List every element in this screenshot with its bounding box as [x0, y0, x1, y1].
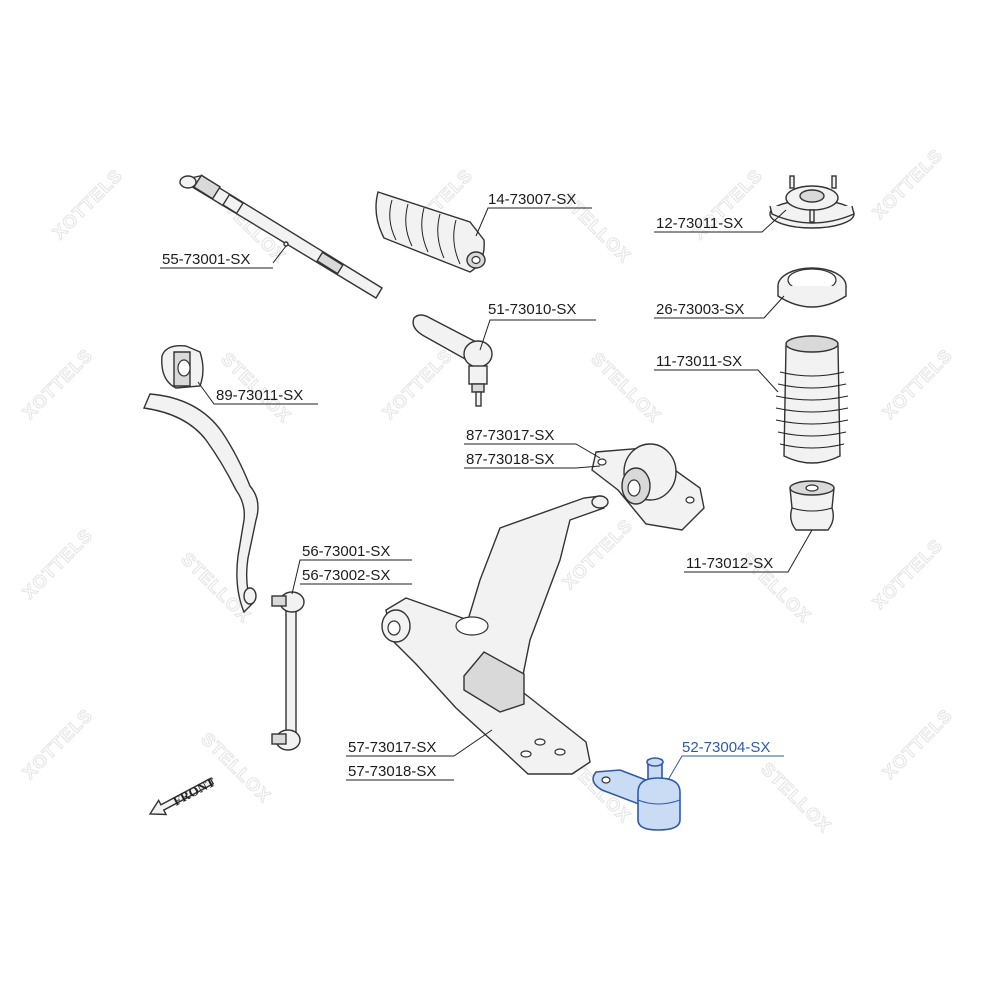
watermark-text: XOTTELS [879, 345, 957, 423]
watermark-text: XOTTELS [869, 535, 947, 613]
front-marker: FRONT [148, 774, 218, 816]
part-label: 57-73018-SX [348, 763, 436, 780]
bearing[interactable] [777, 267, 847, 308]
part-label: 87-73018-SX [466, 451, 554, 468]
ball-joint-callout: 52-73004-SX [667, 739, 784, 781]
part-label: 12-73011-SX [656, 215, 743, 232]
watermark-text: XOTTELS [19, 525, 97, 603]
part-label: 11-73011-SX [656, 353, 742, 370]
part-label: 55-73001-SX [162, 251, 250, 268]
watermark-text: XOTTELS [879, 705, 957, 783]
bearing-callout: 26-73003-SX [654, 295, 785, 319]
control-arm[interactable] [381, 495, 609, 775]
watermark-text: STELLOX [197, 729, 275, 807]
watermark-text: XOTTELS [19, 705, 97, 783]
part-label: 57-73017-SX [348, 739, 436, 756]
watermark-text: XOTTELS [49, 165, 127, 243]
bump-stop-callout: 11-73012-SX [684, 529, 813, 573]
part-label: 89-73011-SX [216, 387, 303, 404]
arrow-left-down-icon [148, 777, 215, 816]
stabilizer-bar [142, 393, 259, 614]
control-arm-callout: 57-73017-SX 57-73018-SX [346, 729, 493, 781]
part-label: 56-73001-SX [302, 543, 390, 560]
part-label: 87-73017-SX [466, 427, 554, 444]
part-label: 14-73007-SX [488, 191, 576, 208]
tie-rod[interactable] [179, 174, 383, 299]
watermark-text: STELLOX [587, 349, 665, 427]
stabilizer-bushing[interactable] [161, 345, 204, 389]
steering-boot[interactable] [375, 191, 486, 273]
dust-boot-callout: 11-73011-SX [654, 353, 779, 393]
watermark-text: STELLOX [757, 759, 835, 837]
watermark-text: XOTTELS [559, 515, 637, 593]
stabilizer-link-callout: 56-73001-SX 56-73002-SX [291, 543, 412, 595]
stabilizer-bushing-callout: 89-73011-SX [197, 381, 318, 405]
arm-bushing[interactable] [591, 443, 705, 531]
tie-rod-end[interactable] [412, 314, 493, 407]
tie-rod-end-callout: 51-73010-SX [479, 301, 596, 351]
steering-boot-callout: 14-73007-SX [475, 191, 592, 237]
part-label: 52-73004-SX [682, 739, 770, 756]
watermark-text: XOTTELS [19, 345, 97, 423]
bump-stop[interactable] [789, 480, 835, 531]
arm-bushing-callout: 87-73017-SX 87-73018-SX [464, 427, 601, 469]
stabilizer-link[interactable] [271, 591, 305, 751]
strut-mount[interactable] [769, 175, 855, 229]
part-label: 26-73003-SX [656, 301, 744, 318]
watermark-text: XOTTELS [869, 145, 947, 223]
dust-boot[interactable] [775, 335, 849, 464]
part-label: 11-73012-SX [686, 555, 773, 572]
ball-joint[interactable] [592, 757, 681, 831]
part-label: 51-73010-SX [488, 301, 576, 318]
tie-rod-callout: 55-73001-SX [160, 245, 287, 269]
watermark-text: XOTTELS [379, 345, 457, 423]
part-label: 56-73002-SX [302, 567, 390, 584]
strut-mount-callout: 12-73011-SX [654, 209, 787, 233]
front-label: FRONT [170, 774, 218, 809]
